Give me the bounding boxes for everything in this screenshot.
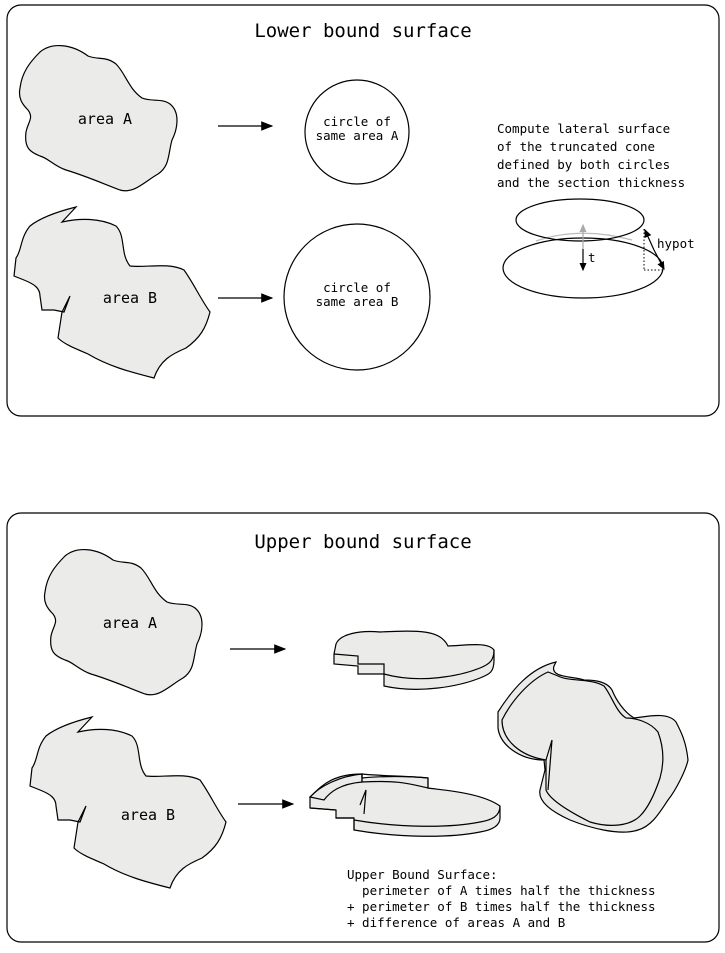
area-b-label: area B (103, 289, 157, 307)
circle-a (304, 79, 410, 185)
area-a-label: area A (78, 110, 132, 128)
circle-a-label-1: circle of (323, 114, 391, 129)
formula-line-3: + perimeter of B times half the thicknes… (347, 899, 656, 914)
hypot-arrow-down (653, 249, 665, 271)
cone-hidden-arc (535, 232, 633, 242)
extruded-area-a (333, 630, 495, 690)
circle-b (283, 223, 431, 371)
description-line-2: of the truncated cone (497, 139, 655, 154)
formula-line-4: + difference of areas A and B (347, 915, 565, 930)
upper-area-b-label: area B (121, 806, 175, 824)
cone-t-label: t (588, 250, 596, 265)
description-line-4: and the section thickness (497, 175, 685, 190)
circle-a-label-2: same area A (316, 128, 399, 143)
cone-hypot-label: hypot (657, 236, 695, 251)
extruded-area-b-tilted (497, 661, 689, 833)
upper-panel-title: Upper bound surface (254, 531, 471, 553)
truncated-cone-diagram: t hypot (502, 198, 695, 299)
extruded-area-b (308, 773, 501, 837)
formula-line-1: Upper Bound Surface: (347, 867, 498, 882)
formula-line-2: perimeter of A times half the thickness (347, 883, 656, 898)
description-line-3: defined by both circles (497, 157, 670, 172)
circle-b-label-2: same area B (316, 294, 399, 309)
lower-panel-title: Lower bound surface (254, 20, 471, 42)
circle-b-label-1: circle of (323, 280, 391, 295)
hypot-arrow-up (644, 228, 655, 251)
description-line-1: Compute lateral surface (497, 121, 670, 136)
upper-area-a-label: area A (103, 614, 157, 632)
cone-top-ellipse (515, 198, 645, 242)
